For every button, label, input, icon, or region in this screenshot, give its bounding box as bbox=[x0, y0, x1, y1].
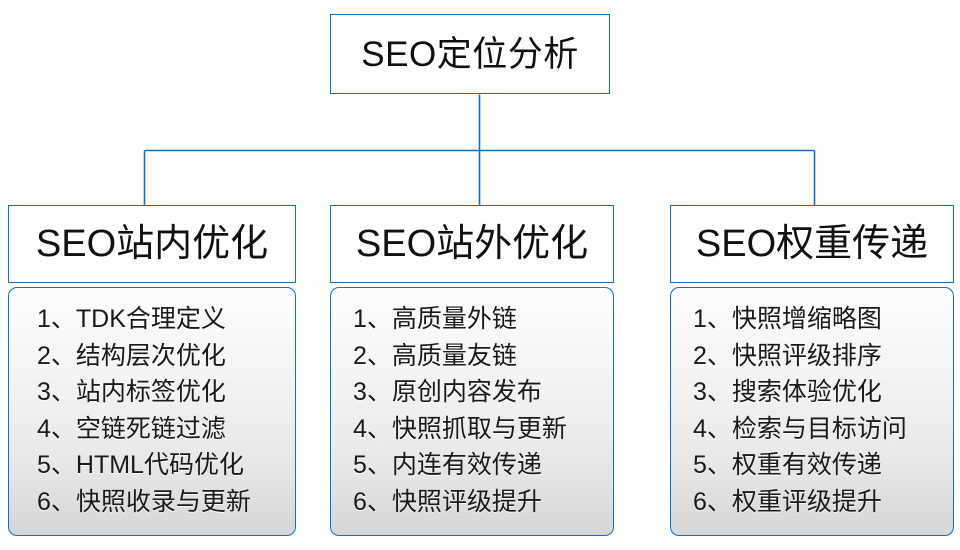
list-item: 1、TDK合理定义 bbox=[37, 301, 295, 338]
branch-header-2[interactable]: SEO站外优化 bbox=[330, 205, 614, 283]
root-node[interactable]: SEO定位分析 bbox=[330, 14, 610, 94]
list-item-text: 检索与目标访问 bbox=[731, 414, 907, 443]
list-item: 4、空链死链过滤 bbox=[37, 411, 295, 448]
list-item: 5、HTML代码优化 bbox=[37, 447, 295, 484]
list-item-number: 5、 bbox=[37, 451, 76, 479]
list-item-number: 1、 bbox=[353, 305, 392, 333]
list-item: 3、搜索体验优化 bbox=[693, 374, 953, 411]
list-item-number: 6、 bbox=[37, 487, 76, 516]
branch-item-list-1: 1、TDK合理定义 2、结构层次优化 3、站内标签优化 4、空链死链过滤 5、H… bbox=[9, 301, 295, 520]
list-item-text: 搜索体验优化 bbox=[731, 378, 882, 406]
list-item-number: 4、 bbox=[37, 414, 76, 443]
list-item: 1、高质量外链 bbox=[353, 301, 613, 338]
list-item-number: 3、 bbox=[37, 378, 76, 406]
branch-header-label-1: SEO站内优化 bbox=[35, 223, 269, 265]
list-item-text: 高质量外链 bbox=[391, 305, 517, 333]
list-item: 2、结构层次优化 bbox=[37, 338, 295, 375]
list-item: 4、检索与目标访问 bbox=[693, 411, 953, 448]
list-item-text: HTML代码优化 bbox=[75, 451, 244, 479]
list-item: 4、快照抓取与更新 bbox=[353, 411, 613, 448]
list-item-number: 1、 bbox=[37, 305, 76, 333]
branch-column-3: SEO权重传递 1、快照增缩略图 2、快照评级排序 3、搜索体验优化 4、检索与… bbox=[670, 205, 954, 536]
list-item-text: 高质量友链 bbox=[391, 341, 517, 370]
list-item-text: 站内标签优化 bbox=[75, 378, 226, 406]
list-item-number: 3、 bbox=[353, 378, 392, 406]
list-item: 6、权重评级提升 bbox=[693, 484, 953, 521]
list-item-number: 6、 bbox=[693, 487, 732, 516]
list-item-text: 内连有效传递 bbox=[391, 451, 542, 479]
list-item-number: 3、 bbox=[693, 378, 732, 406]
list-item: 5、内连有效传递 bbox=[353, 447, 613, 484]
branch-item-list-2: 1、高质量外链 2、高质量友链 3、原创内容发布 4、快照抓取与更新 5、内连有… bbox=[331, 301, 613, 520]
list-item-number: 2、 bbox=[353, 341, 392, 370]
root-node-label: SEO定位分析 bbox=[361, 34, 579, 74]
branch-item-list-3: 1、快照增缩略图 2、快照评级排序 3、搜索体验优化 4、检索与目标访问 5、权… bbox=[671, 301, 953, 520]
branch-header-label-2: SEO站外优化 bbox=[355, 223, 589, 265]
list-item-number: 5、 bbox=[693, 451, 732, 479]
list-item-text: 原创内容发布 bbox=[391, 378, 542, 406]
branch-header-label-3: SEO权重传递 bbox=[695, 223, 929, 265]
list-item-text: 权重评级提升 bbox=[731, 487, 882, 516]
list-item-number: 2、 bbox=[693, 341, 732, 370]
list-item-text: 快照增缩略图 bbox=[731, 305, 882, 333]
branch-header-1[interactable]: SEO站内优化 bbox=[8, 205, 296, 283]
branch-column-2: SEO站外优化 1、高质量外链 2、高质量友链 3、原创内容发布 4、快照抓取与… bbox=[330, 205, 614, 536]
list-item: 5、权重有效传递 bbox=[693, 447, 953, 484]
list-item-number: 5、 bbox=[353, 451, 392, 479]
list-item-number: 4、 bbox=[693, 414, 732, 443]
list-item-text: 空链死链过滤 bbox=[75, 414, 226, 443]
branch-header-3[interactable]: SEO权重传递 bbox=[670, 205, 954, 283]
list-item-number: 6、 bbox=[353, 487, 392, 516]
list-item-number: 2、 bbox=[37, 341, 76, 370]
list-item-text: 快照评级提升 bbox=[391, 487, 542, 516]
list-item: 6、快照收录与更新 bbox=[37, 484, 295, 521]
branch-body-1: 1、TDK合理定义 2、结构层次优化 3、站内标签优化 4、空链死链过滤 5、H… bbox=[8, 287, 296, 536]
list-item-text: 快照评级排序 bbox=[731, 341, 882, 370]
list-item-text: 快照抓取与更新 bbox=[391, 414, 567, 443]
list-item: 2、高质量友链 bbox=[353, 338, 613, 375]
list-item-text: TDK合理定义 bbox=[75, 305, 226, 333]
branch-body-2: 1、高质量外链 2、高质量友链 3、原创内容发布 4、快照抓取与更新 5、内连有… bbox=[330, 287, 614, 536]
list-item: 3、原创内容发布 bbox=[353, 374, 613, 411]
list-item-number: 4、 bbox=[353, 414, 392, 443]
list-item: 1、快照增缩略图 bbox=[693, 301, 953, 338]
list-item-text: 结构层次优化 bbox=[75, 341, 226, 370]
list-item: 2、快照评级排序 bbox=[693, 338, 953, 375]
list-item: 3、站内标签优化 bbox=[37, 374, 295, 411]
branch-body-3: 1、快照增缩略图 2、快照评级排序 3、搜索体验优化 4、检索与目标访问 5、权… bbox=[670, 287, 954, 536]
list-item-text: 权重有效传递 bbox=[731, 451, 882, 479]
list-item-number: 1、 bbox=[693, 305, 732, 333]
branch-column-1: SEO站内优化 1、TDK合理定义 2、结构层次优化 3、站内标签优化 4、空链… bbox=[8, 205, 296, 536]
list-item-text: 快照收录与更新 bbox=[75, 487, 251, 516]
list-item: 6、快照评级提升 bbox=[353, 484, 613, 521]
